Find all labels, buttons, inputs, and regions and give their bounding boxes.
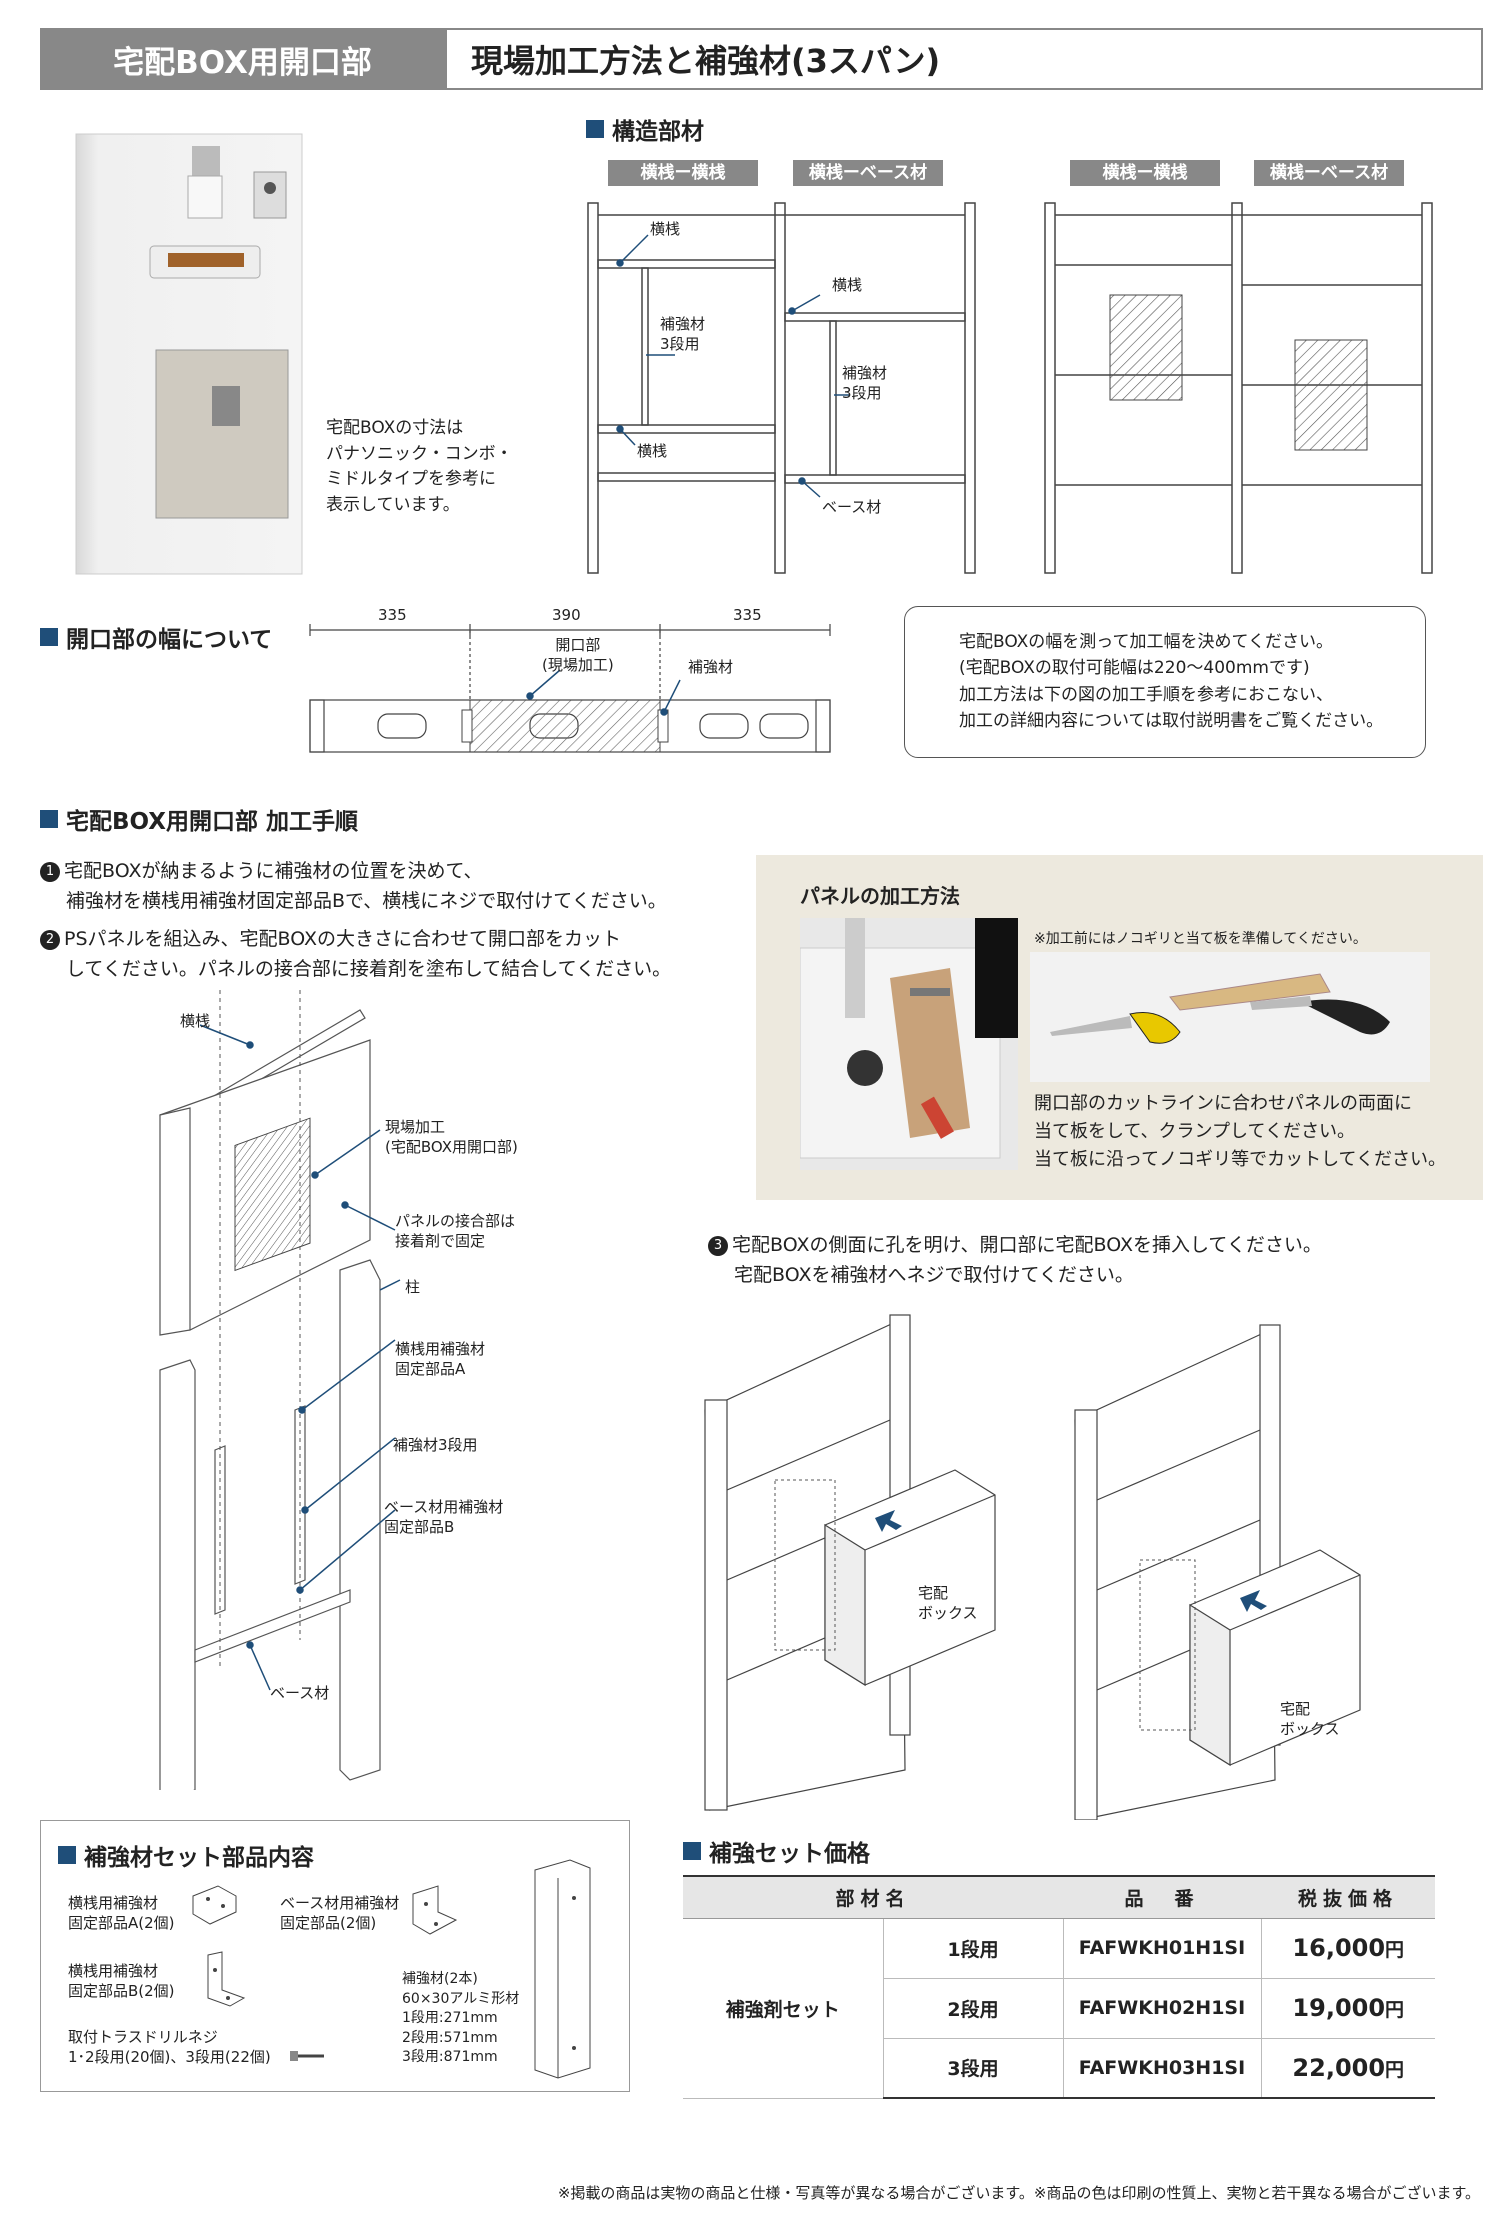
parts-box <box>40 1820 630 2092</box>
label-yokosan-2: 横桟 <box>832 276 863 294</box>
footer-disclaimer: ※掲載の商品は実物の商品と仕様・写真等が異なる場合がございます。※商品の色は印刷… <box>557 2184 1480 2202</box>
price-cell: 19,000円 <box>1260 1978 1435 2039</box>
photo-note-line: 宅配BOXの寸法は <box>326 418 464 438</box>
label-yokosan-1: 横桟 <box>650 220 681 238</box>
box-label-1: 宅配ボックス <box>918 1584 978 1622</box>
price-header-code: 品 番 <box>1063 1875 1261 1919</box>
bracket-b-icon <box>207 1951 246 2007</box>
diag-label-fixB: ベース材用補強材固定部品B <box>384 1498 504 1536</box>
hokyo-label-width: 補強材 <box>688 658 734 676</box>
diag-label-hashira: 柱 <box>405 1278 421 1296</box>
tab-yokosan-yokosan-2: 横桟ー横桟 <box>1070 160 1220 186</box>
screw-icon <box>290 2051 324 2061</box>
diag-label-setsugou: パネルの接合部は接着剤で固定 <box>395 1212 516 1250</box>
dim-335-right: 335 <box>733 606 762 624</box>
section-marker-icon <box>58 1846 76 1864</box>
header-left-title: 宅配BOX用開口部 <box>40 28 445 90</box>
price-table: 部材名 品 番 税抜価格 補強剤セット 1段用 FAFWKH01H1SI 16,… <box>683 1875 1435 2099</box>
diag-label-yokosan: 横桟 <box>180 1012 211 1030</box>
structure-frame-diagram <box>587 202 1433 574</box>
panel-method-text: 開口部のカットラインに合わせパネルの両面に 当て板をして、クランプしてください。… <box>1034 1093 1447 1170</box>
diag-label-hokyo3: 補強材3段用 <box>393 1436 478 1454</box>
panel-method-title: パネルの加工方法 <box>800 884 960 908</box>
step-3-number: 3 <box>708 1236 728 1256</box>
code-cell: FAFWKH01H1SI <box>1062 1918 1261 1979</box>
diag-label-fixA: 横桟用補強材固定部品A <box>395 1340 486 1378</box>
dim-390: 390 <box>552 606 581 624</box>
price-cell: 16,000円 <box>1260 1918 1435 1979</box>
part-base-fix: ベース材用補強材固定部品(2個) <box>280 1894 400 1932</box>
step-2-number: 2 <box>40 930 60 950</box>
price-cell: 22,000円 <box>1260 2038 1435 2099</box>
table-row: 2段用 FAFWKH02H1SI 19,000円 <box>683 1978 1435 2039</box>
opening-label: 開口部(現場加工) <box>542 636 614 674</box>
tab-yokosan-yokosan-1: 横桟ー横桟 <box>608 160 758 186</box>
label-yokosan-3: 横桟 <box>637 442 668 460</box>
width-note-line: 加工の詳細内容については取付説明書をご覧ください。 <box>959 711 1384 732</box>
set-name-cell: 補強剤セット <box>683 1918 883 2099</box>
dan-cell: 2段用 <box>882 1978 1063 2039</box>
width-panel-diagram <box>309 624 831 753</box>
aluminum-profile-icon <box>534 1859 591 2079</box>
part-hokyo: 補強材(2本) 60×30アルミ形材 1段用:271mm 2段用:571mm 3… <box>402 1971 520 2066</box>
procedure-section-title: 宅配BOX用開口部 加工手順 <box>40 802 358 836</box>
price-header-price: 税抜価格 <box>1261 1875 1435 1919</box>
photo-note-line: ミドルタイプを参考に <box>326 469 496 489</box>
header-right-title: 現場加工方法と補強材(3スパン) <box>445 28 1483 90</box>
dan-cell: 3段用 <box>882 2038 1063 2099</box>
panel-cutting-photo <box>800 918 1018 1170</box>
code-cell: FAFWKH02H1SI <box>1062 1978 1261 2039</box>
part-a: 横桟用補強材固定部品A(2個) <box>68 1894 175 1932</box>
tool-note: ※加工前にはノコギリと当て板を準備してください。 <box>1034 931 1367 947</box>
tools-photo <box>1030 952 1430 1082</box>
dan-cell: 1段用 <box>882 1918 1063 1979</box>
width-note-line: (宅配BOXの取付可能幅は220～400mmです) <box>959 658 1310 679</box>
step-1-number: 1 <box>40 862 60 882</box>
box-insertion-diagram <box>704 1314 1361 1820</box>
exploded-assembly-diagram <box>159 990 401 1790</box>
photo-note: 宅配BOXの寸法は パナソニック・コンボ・ ミドルタイプを参考に 表示しています… <box>326 416 513 518</box>
table-row: 3段用 FAFWKH03H1SI 22,000円 <box>683 2038 1435 2099</box>
box-label-2: 宅配ボックス <box>1280 1700 1340 1738</box>
width-note-box: 宅配BOXの幅を測って加工幅を決めてください。 (宅配BOXの取付可能幅は220… <box>904 606 1426 758</box>
section-marker-icon <box>586 120 604 138</box>
diag-label-base: ベース材 <box>270 1684 330 1702</box>
label-base: ベース材 <box>822 498 882 516</box>
part-b: 横桟用補強材固定部品B(2個) <box>68 1962 175 2000</box>
section-marker-icon <box>40 628 58 646</box>
structure-section-title: 構造部材 <box>586 112 704 146</box>
delivery-box-wall-photo <box>75 133 303 575</box>
bracket-a-icon <box>192 1885 237 1925</box>
photo-note-line: 表示しています。 <box>326 494 460 515</box>
bracket-base-icon <box>412 1885 458 1935</box>
width-section-title: 開口部の幅について <box>40 620 272 654</box>
dim-335-left: 335 <box>378 606 407 624</box>
tab-yokosan-base-1: 横桟ーベース材 <box>793 160 943 186</box>
price-section-title: 補強セット価格 <box>683 1834 870 1868</box>
photo-note-line: パナソニック・コンボ・ <box>326 443 513 464</box>
section-marker-icon <box>40 810 58 828</box>
diag-label-genba: 現場加工(宅配BOX用開口部) <box>385 1118 518 1156</box>
width-note-line: 宅配BOXの幅を測って加工幅を決めてください。 <box>959 632 1333 652</box>
table-row: 補強剤セット 1段用 FAFWKH01H1SI 16,000円 <box>683 1918 1435 2099</box>
price-header-name: 部材名 <box>683 1875 1063 1919</box>
tab-yokosan-base-2: 横桟ーベース材 <box>1254 160 1404 186</box>
code-cell: FAFWKH03H1SI <box>1062 2038 1261 2099</box>
width-note-line: 加工方法は下の図の加工手順を参考におこない、 <box>959 684 1333 705</box>
section-marker-icon <box>683 1842 701 1860</box>
parts-section-title: 補強材セット部品内容 <box>58 1838 314 1872</box>
